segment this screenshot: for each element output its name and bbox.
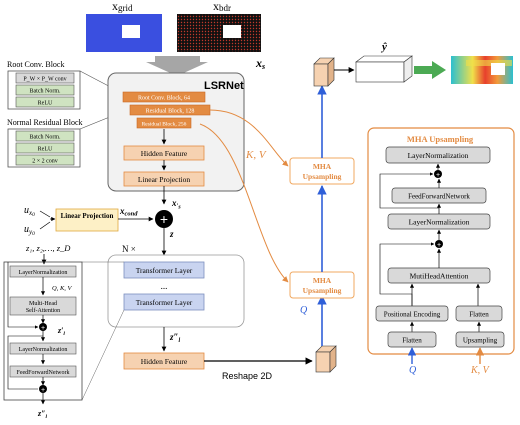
svg-text:MHA Upsampling: MHA Upsampling: [407, 134, 474, 144]
decoder-hidden: Hidden Feature Reshape 2D: [123, 352, 313, 381]
condition-input: ux0 uy0 Linear Projection xcond: [24, 205, 154, 237]
svg-text:Root Conv. Block: Root Conv. Block: [7, 60, 64, 69]
merge-arrow: [146, 56, 208, 76]
svg-text:Q, K, V: Q, K, V: [52, 285, 73, 292]
mha-upsampling-upper: MHA Upsampling: [289, 157, 355, 185]
x-bdr-image: xbdr: [177, 0, 261, 52]
svg-text:Batch Norm.: Batch Norm.: [30, 89, 61, 95]
lsrnet-panel: LSRNet Root Conv. Block, 64 Residual Blo…: [107, 72, 245, 192]
svg-text:LayerNormalization: LayerNormalization: [19, 270, 68, 276]
output-volume: [313, 57, 335, 87]
y-hat-block: ŷ: [355, 41, 413, 83]
residual-block-256: [136, 117, 192, 129]
svg-text:K, V: K, V: [470, 365, 491, 376]
svg-text:Residual Block, 128: Residual Block, 128: [146, 109, 195, 115]
transformer-layer-1: [123, 261, 205, 279]
svg-text:LayerNormalization: LayerNormalization: [408, 151, 469, 160]
transformer-detail: z₁, z₂,…, z_D LayerNormalization Q, K, V…: [3, 243, 83, 420]
z-out-label: z″l: [169, 332, 180, 344]
svg-text:Linear Projection: Linear Projection: [138, 175, 191, 184]
svg-text:Hidden Feature: Hidden Feature: [141, 149, 188, 158]
svg-text:LSRNet: LSRNet: [204, 80, 244, 92]
transformer-stack: N × Transformer Layer ... Transformer La…: [107, 244, 245, 328]
svg-text:FeedForwardNetwork: FeedForwardNetwork: [17, 370, 70, 376]
svg-text:z: z: [169, 229, 174, 239]
svg-text:ReLU: ReLU: [38, 101, 53, 107]
svg-text:x′s: x′s: [171, 198, 181, 211]
mha-upsampling-lower: MHA Upsampling: [289, 271, 355, 299]
output-field-image: [451, 56, 513, 84]
svg-text:P_W × P_W conv: P_W × P_W conv: [23, 77, 66, 83]
svg-text:ux0: ux0: [24, 205, 35, 218]
x-grid-image: xgrid: [86, 0, 162, 52]
svg-text:xcond: xcond: [119, 206, 138, 218]
svg-text:Upsampling: Upsampling: [463, 337, 498, 345]
svg-text:ŷ: ŷ: [380, 41, 387, 53]
svg-text:Multi-Head: Multi-Head: [29, 301, 57, 307]
svg-text:+: +: [41, 325, 45, 332]
svg-text:+: +: [436, 172, 440, 179]
svg-text:Normal Residual Block: Normal Residual Block: [7, 118, 83, 127]
svg-text:ReLU: ReLU: [38, 147, 53, 153]
transformer-layer-2: [123, 293, 205, 311]
svg-text:xbdr: xbdr: [213, 0, 231, 13]
svg-text:xgrid: xgrid: [112, 0, 133, 13]
root-conv-block: [122, 91, 206, 103]
svg-text:Flatten: Flatten: [469, 311, 489, 319]
svg-text:z₁, z₂,…, z_D: z₁, z₂,…, z_D: [25, 243, 71, 253]
svg-text:+: +: [160, 211, 168, 227]
svg-text:MHA: MHA: [313, 276, 332, 285]
svg-text:Q: Q: [300, 305, 308, 316]
legend-residual-block: Normal Residual Block Batch Norm. ReLU 2…: [7, 111, 123, 168]
svg-text:Batch Norm.: Batch Norm.: [30, 135, 61, 141]
green-arrow: [414, 61, 446, 79]
svg-text:Transformer Layer: Transformer Layer: [136, 298, 193, 307]
svg-text:Transformer Layer: Transformer Layer: [136, 266, 193, 275]
svg-text:z″l: z″l: [37, 409, 48, 420]
reshape-cube: [315, 345, 337, 373]
svg-text:N ×: N ×: [122, 244, 136, 254]
svg-text:LayerNormalization: LayerNormalization: [19, 347, 68, 353]
mha-upsampling-panel: MHA Upsampling LayerNormalization + Feed…: [367, 127, 515, 376]
svg-text:uy0: uy0: [24, 224, 35, 237]
svg-text:Reshape 2D: Reshape 2D: [222, 371, 273, 381]
svg-text:LayerNormalization: LayerNormalization: [409, 218, 470, 227]
svg-text:+: +: [41, 387, 45, 394]
svg-text:K, V: K, V: [245, 149, 267, 161]
svg-text:Upsampling: Upsampling: [303, 286, 342, 295]
svg-text:MHA: MHA: [313, 162, 332, 171]
svg-text:Q: Q: [409, 365, 417, 376]
svg-text:MutiHeadAttention: MutiHeadAttention: [410, 272, 469, 281]
svg-text:Hidden Feature: Hidden Feature: [141, 357, 188, 366]
svg-text:Root Conv. Block, 64: Root Conv. Block, 64: [138, 96, 190, 102]
legend-root-conv: Root Conv. Block P_W × P_W conv Batch No…: [7, 60, 121, 110]
svg-text:Upsampling: Upsampling: [303, 172, 342, 181]
sum-node: + x′s z: [155, 198, 181, 239]
svg-text:2 × 2 conv: 2 × 2 conv: [32, 159, 58, 165]
svg-text:Residual Block, 256: Residual Block, 256: [142, 122, 187, 128]
svg-text:Flatten: Flatten: [402, 337, 422, 345]
svg-text:+: +: [437, 242, 441, 249]
svg-text:Positional Encoding: Positional Encoding: [384, 311, 441, 319]
xs-label: xs: [255, 56, 265, 71]
svg-text:Linear Projection: Linear Projection: [61, 212, 114, 220]
svg-text:FeedForwardNetwork: FeedForwardNetwork: [408, 193, 470, 201]
condition-linear-projection: [55, 208, 119, 232]
svg-text:z′l: z′l: [57, 326, 65, 337]
svg-text:...: ...: [161, 281, 168, 291]
svg-text:Self-Attention: Self-Attention: [26, 307, 60, 314]
